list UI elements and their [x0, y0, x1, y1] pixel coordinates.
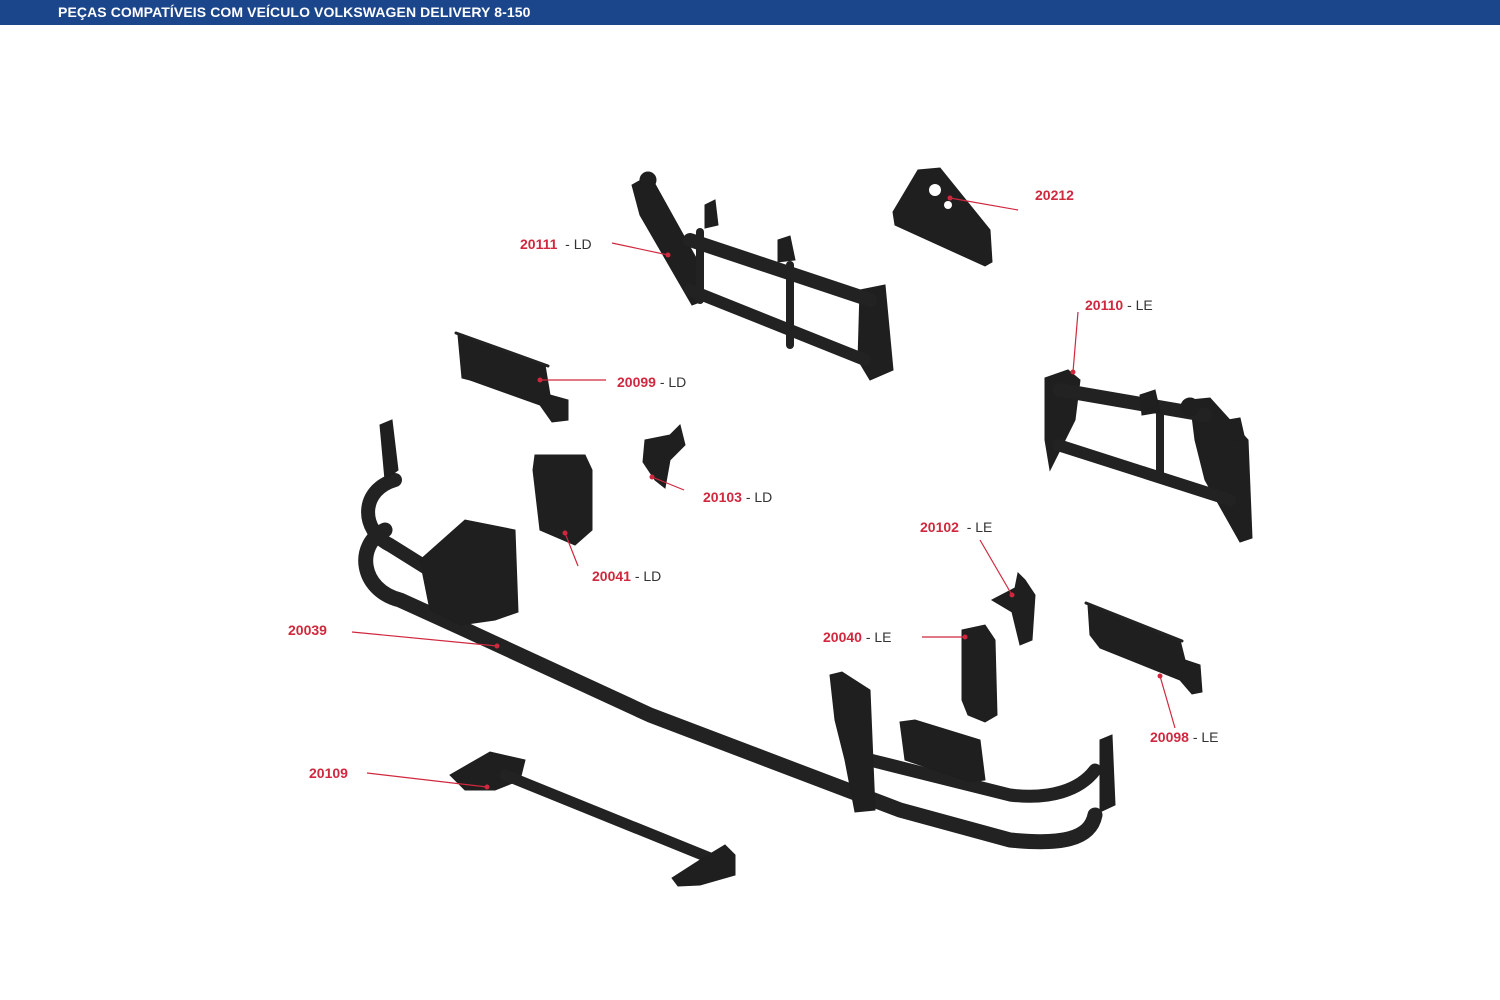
part-20041: [532, 454, 593, 546]
part-20103: [642, 424, 686, 489]
part-label-20041: 20041 - LD: [592, 568, 662, 584]
part-20039: [358, 419, 1116, 850]
part-label-20110: 20110 - LE: [1085, 297, 1153, 313]
part-label-20103: 20103 - LD: [703, 489, 773, 505]
part-20040: [961, 624, 998, 723]
part-20102: [990, 571, 1036, 646]
part-20111: [631, 171, 894, 381]
part-label-20098: 20098 - LE: [1150, 729, 1219, 745]
part-label-20212: 20212: [1035, 187, 1074, 203]
part-20212: [892, 167, 993, 267]
page-title: PEÇAS COMPATÍVEIS COM VEÍCULO VOLKSWAGEN…: [58, 4, 531, 20]
part-20110: [1044, 369, 1253, 543]
part-label-20039: 20039: [288, 622, 327, 638]
part-label-20109: 20109: [309, 765, 348, 781]
part-20099: [454, 331, 569, 423]
part-20098: [1084, 601, 1203, 695]
part-label-20102: 20102 - LE: [920, 519, 993, 535]
header-bar: PEÇAS COMPATÍVEIS COM VEÍCULO VOLKSWAGEN…: [0, 0, 1500, 25]
part-20109: [449, 751, 736, 887]
part-label-20111: 20111 - LD: [520, 236, 592, 252]
leader-lines: [351, 195, 1176, 790]
part-label-20099: 20099 - LD: [617, 374, 687, 390]
part-label-20040: 20040 - LE: [823, 629, 892, 645]
